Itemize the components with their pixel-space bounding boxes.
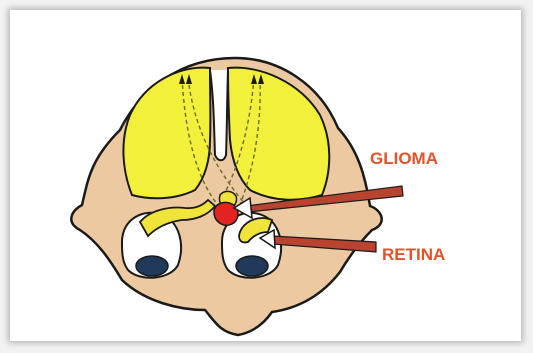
brain-left-hemisphere xyxy=(123,68,210,199)
glioma-tumor xyxy=(214,202,238,225)
glioma-label: GLIOMA xyxy=(370,149,438,168)
left-eye-pupil xyxy=(136,256,168,276)
retina-label: RETINA xyxy=(382,245,445,264)
brain-right-hemisphere xyxy=(228,68,329,200)
right-eye-pupil xyxy=(236,256,268,276)
illustration-frame: GLIOMA RETINA xyxy=(10,10,521,341)
glioma-diagram: GLIOMA RETINA xyxy=(10,10,521,341)
